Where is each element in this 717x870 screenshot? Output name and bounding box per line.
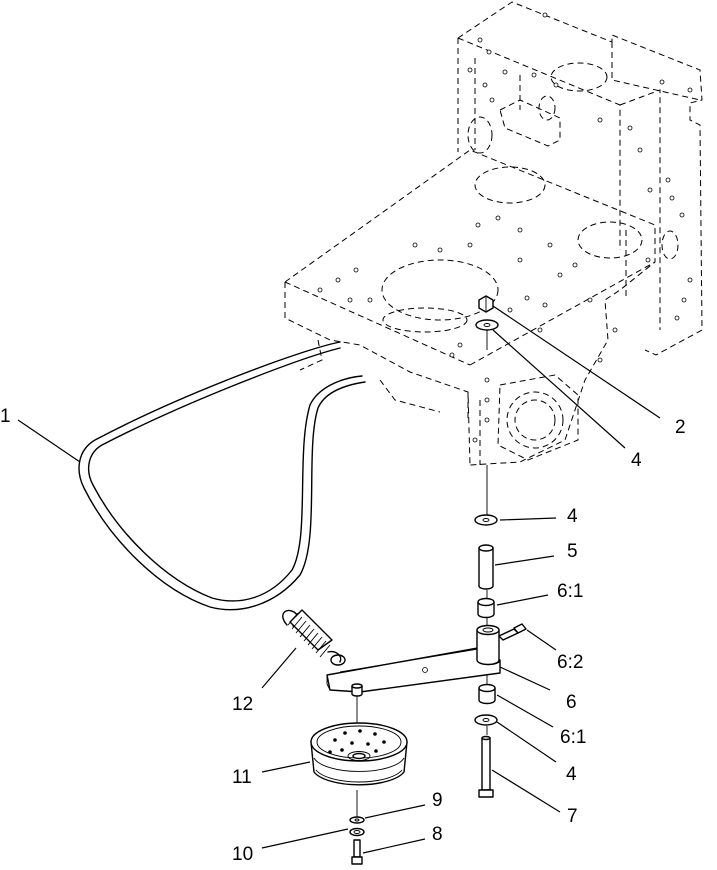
washer-part-4-top [475,319,499,350]
frame-base-holes [317,215,618,443]
callout-5: 5 [567,541,578,562]
callout-4-upper: 4 [567,506,578,527]
callout-6-2: 6:2 [557,652,583,673]
leader-lines [17,305,661,854]
drive-belt [78,341,366,611]
callouts: 1 2 4 4 5 6:1 6:2 6 6:1 4 7 12 11 9 10 8 [0,406,686,865]
callout-6-1-upper: 6:1 [557,581,583,602]
callout-4-top: 4 [631,450,642,471]
extension-spring-part-12 [282,609,342,663]
spring-coils [287,612,331,658]
washer-part-4-upper [474,514,498,526]
bushing-part-6-1-lower [478,683,496,705]
bolt-part-8 [351,839,363,865]
callout-8: 8 [432,824,443,845]
frame-base-plate [284,149,656,466]
idler-arm-part-6 [326,624,501,725]
callout-7: 7 [567,806,578,827]
grease-fitting-part-6-2 [498,623,527,641]
washer-part-9 [349,816,365,824]
callout-6-1-lower: 6:1 [560,727,586,748]
pulley-holes [328,729,386,754]
callout-6: 6 [566,692,577,713]
callout-2: 2 [675,417,686,438]
washer-part-4-lower [474,714,498,726]
callout-10: 10 [232,844,253,865]
callout-4-lower: 4 [566,764,577,785]
idler-pulley-part-11 [310,722,408,818]
callout-11: 11 [232,767,252,788]
bolt-part-7 [478,735,494,798]
frame-upright-holes [467,12,693,321]
callout-1: 1 [0,406,11,427]
washer-part-10 [349,827,365,837]
nut-part-2 [478,295,494,313]
callout-9: 9 [432,790,443,811]
spacer-part-5 [478,544,494,590]
bushing-part-6-1-upper [477,597,495,619]
frame-upright [457,1,703,356]
callout-12: 12 [232,694,253,715]
